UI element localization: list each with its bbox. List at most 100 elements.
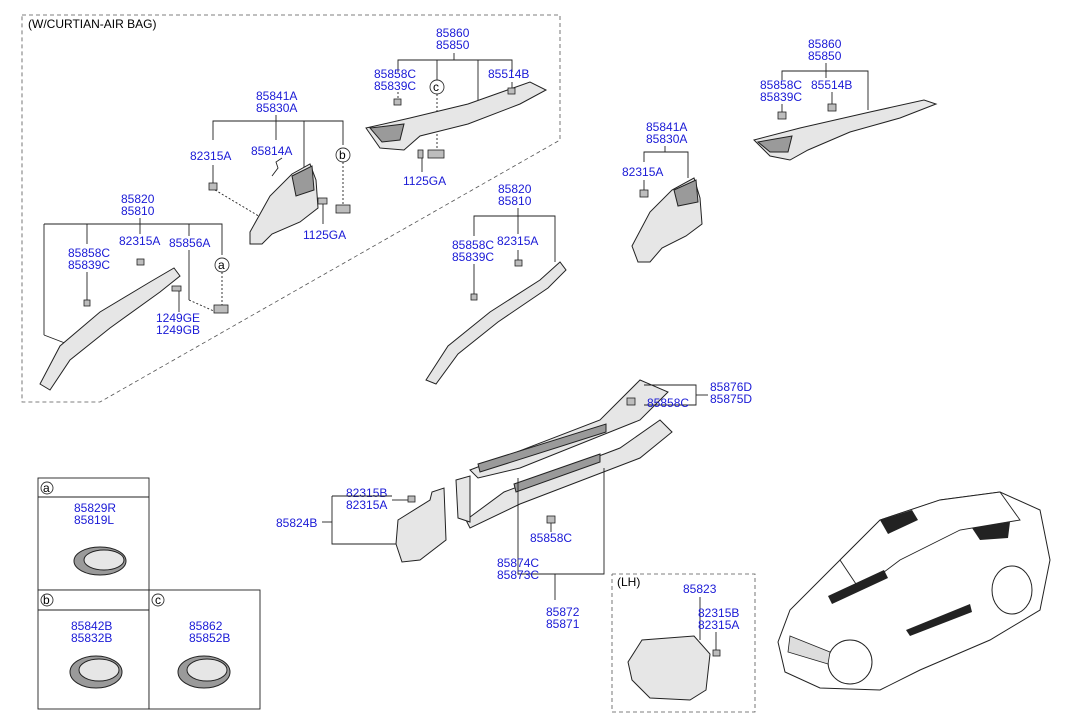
clip-85858C-e	[626, 397, 636, 406]
callout-a: a	[218, 258, 225, 272]
part-85839C-b[interactable]: 85839C	[68, 258, 110, 272]
callout-b: b	[339, 148, 346, 162]
clip-82315A-b	[136, 258, 145, 266]
lh-group-title: (LH)	[617, 575, 640, 589]
curtain-airbag-group-title: (W/CURTIAN-AIR BAG)	[28, 17, 156, 31]
legend-b-line2[interactable]: 85832B	[71, 631, 112, 645]
clip-85858C-b	[83, 299, 91, 307]
a-pillar-trim-end	[369, 123, 405, 143]
b-pillar-trim-upper	[291, 165, 315, 197]
part-85823[interactable]: 85823	[683, 582, 717, 596]
kick-panel	[395, 487, 447, 563]
part-85810[interactable]: 85810	[121, 204, 155, 218]
part-85814A[interactable]: 85814A	[251, 144, 292, 158]
part-85841A[interactable]: 85841A	[256, 89, 297, 103]
clip-82315A-d	[514, 259, 523, 267]
wire-85814A	[271, 157, 283, 177]
legend-c-letter: c	[155, 593, 161, 607]
part-85875D[interactable]: 85875D	[710, 392, 752, 406]
lh-group-border	[611, 573, 756, 713]
legend-a-letter: a	[43, 481, 50, 495]
a-pillar-trim-upper	[365, 81, 548, 151]
part-85874C[interactable]: 85874C	[497, 556, 539, 570]
part-85860-b[interactable]: 85860	[808, 37, 842, 51]
part-85856A[interactable]: 85856A	[169, 236, 210, 250]
part-85839C-c[interactable]: 85839C	[760, 90, 802, 104]
b-pillar-trim-upper-b	[673, 179, 699, 207]
part-85860[interactable]: 85860	[436, 26, 470, 40]
legend-b-letter: b	[43, 593, 50, 607]
part-82315A-c[interactable]: 82315A	[622, 165, 663, 179]
part-85830A[interactable]: 85830A	[256, 101, 297, 115]
a-pillar-trim-end-b	[756, 135, 793, 153]
clip-82315B	[407, 495, 416, 503]
part-82315A-f[interactable]: 82315A	[698, 618, 739, 632]
car-illustration	[777, 491, 1051, 691]
part-85820[interactable]: 85820	[121, 192, 155, 206]
part-1125GA-b[interactable]: 1125GA	[303, 228, 346, 242]
part-85850-b[interactable]: 85850	[808, 49, 842, 63]
curtain-airbag-group-border	[21, 14, 561, 403]
part-82315A-d[interactable]: 82315A	[497, 234, 538, 248]
part-82315A[interactable]: 82315A	[190, 149, 231, 163]
legend-b-line1[interactable]: 85842B	[71, 619, 112, 633]
part-85841A-b[interactable]: 85841A	[646, 120, 687, 134]
part-85858C-b[interactable]: 85858C	[68, 246, 110, 260]
legend-a-line2[interactable]: 85819L	[74, 513, 114, 527]
clip-b	[335, 204, 351, 214]
part-85830A-b[interactable]: 85830A	[646, 132, 687, 146]
clip-85858C-d	[470, 293, 478, 301]
part-82315B-b[interactable]: 82315B	[698, 606, 739, 620]
part-85514B-b[interactable]: 85514B	[811, 78, 852, 92]
scuff-plate-insert	[477, 423, 607, 473]
legend-c-line2[interactable]: 85852B	[189, 631, 230, 645]
screw-1125GA-b	[317, 197, 328, 205]
screw-1249GE	[171, 285, 182, 292]
part-85871[interactable]: 85871	[546, 617, 580, 631]
scuff-plate-end	[455, 475, 471, 523]
part-82315A-e[interactable]: 82315A	[346, 498, 387, 512]
part-85873C[interactable]: 85873C	[497, 568, 539, 582]
clip-82315A-f	[712, 649, 721, 657]
screw-1125GA	[417, 149, 424, 159]
part-85858C-c[interactable]: 85858C	[760, 78, 802, 92]
part-85858C[interactable]: 85858C	[374, 67, 416, 81]
part-82315B[interactable]: 82315B	[346, 486, 387, 500]
part-85820-b[interactable]: 85820	[498, 182, 532, 196]
clip-85858C-f	[546, 515, 556, 524]
clip-85858C-c	[777, 111, 787, 120]
legend-b-box	[37, 589, 150, 710]
a-pillar-trim-lower	[39, 267, 181, 391]
clip-82315A	[208, 182, 218, 191]
lh-kick-panel	[627, 635, 711, 701]
part-85850[interactable]: 85850	[436, 38, 470, 52]
part-1249GE[interactable]: 1249GE	[156, 311, 200, 325]
part-85858C-e[interactable]: 85858C	[647, 396, 689, 410]
part-85858C-f[interactable]: 85858C	[530, 531, 572, 545]
part-85810-b[interactable]: 85810	[498, 194, 532, 208]
clip-85858C	[393, 98, 402, 106]
part-85876D[interactable]: 85876D	[710, 380, 752, 394]
part-85858C-d[interactable]: 85858C	[452, 238, 494, 252]
legend-a-line1[interactable]: 85829R	[74, 501, 116, 515]
a-pillar-trim-upper-b	[753, 99, 938, 161]
clip-c	[427, 149, 445, 159]
clip-82315A-c	[639, 189, 649, 198]
part-85839C-d[interactable]: 85839C	[452, 250, 494, 264]
part-85514B[interactable]: 85514B	[488, 67, 529, 81]
part-1249GB[interactable]: 1249GB	[156, 323, 200, 337]
part-85824B[interactable]: 85824B	[276, 516, 317, 530]
legend-c-box	[148, 589, 261, 710]
clip-85514B	[507, 87, 516, 95]
part-85839C[interactable]: 85839C	[374, 79, 416, 93]
part-85872[interactable]: 85872	[546, 605, 580, 619]
a-pillar-trim-lower-b	[425, 261, 567, 385]
callout-c: c	[433, 80, 439, 94]
clip-85514B-b	[827, 103, 837, 112]
legend-c-line1[interactable]: 85862	[189, 619, 223, 633]
part-1125GA[interactable]: 1125GA	[403, 174, 446, 188]
part-82315A-b[interactable]: 82315A	[119, 234, 160, 248]
clip-a	[213, 304, 229, 314]
